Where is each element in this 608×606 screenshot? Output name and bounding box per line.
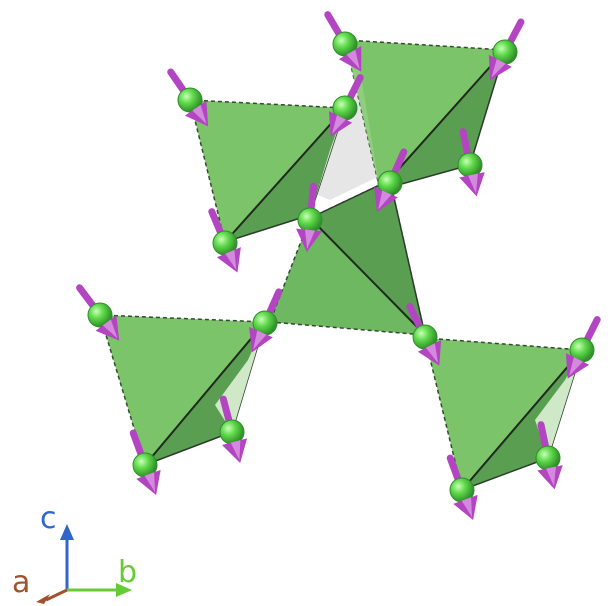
- face: [345, 40, 380, 190]
- face: [535, 350, 582, 458]
- atom-with-spin: [406, 303, 442, 366]
- spin-arrow-highlight: [346, 49, 360, 69]
- axis-triad: c b a: [12, 501, 137, 604]
- atom-with-spin: [208, 208, 241, 273]
- spin-arrow-highlight: [305, 229, 315, 249]
- atom-with-spin: [535, 421, 563, 490]
- atom-with-spin: [296, 182, 323, 252]
- atom-with-spin: [129, 429, 161, 496]
- spin-arrow-highlight: [461, 497, 473, 518]
- b-axis-label: b: [118, 555, 137, 590]
- atom-with-spin: [167, 68, 209, 127]
- c-axis-label: c: [40, 501, 57, 536]
- spin-arrow-highlight: [468, 173, 478, 194]
- edge: [144, 321, 266, 466]
- face: [424, 337, 584, 492]
- atom-with-spin: [374, 148, 408, 213]
- atom-with-spin: [76, 284, 120, 341]
- spin-arrow-highlight: [569, 357, 583, 376]
- spin-arrow-highlight: [230, 440, 241, 461]
- atom-with-spin: [328, 74, 364, 137]
- b-axis-arrowhead: [116, 583, 132, 597]
- tetrahedron-bottom-right: [424, 337, 584, 492]
- spin-arrow-highlight: [102, 319, 118, 339]
- a-axis-arrowhead: [36, 594, 50, 604]
- edge: [461, 349, 583, 491]
- spin-arrow-highlight: [225, 249, 237, 270]
- atom-with-spin: [565, 316, 601, 379]
- atom-with-spin: [219, 395, 248, 463]
- atom-layer: [76, 11, 601, 521]
- atom-sphere: [457, 152, 483, 178]
- face: [310, 108, 345, 215]
- atom-sphere: [177, 87, 203, 113]
- edge: [224, 107, 346, 243]
- atom-with-spin: [488, 18, 525, 81]
- atom-sphere: [297, 207, 323, 233]
- atom-sphere: [535, 445, 561, 471]
- edge: [309, 217, 426, 336]
- spin-arrow-highlight: [378, 190, 392, 210]
- spin-arrow-highlight: [144, 472, 156, 493]
- atom-with-spin: [446, 454, 478, 521]
- atom-with-spin: [249, 288, 283, 353]
- atom-with-spin: [457, 128, 485, 197]
- a-axis-label: a: [12, 565, 30, 600]
- c-axis-arrowhead: [60, 524, 74, 540]
- spin-arrow-head: [221, 438, 248, 463]
- face: [98, 314, 267, 467]
- spin-arrow-highlight: [332, 115, 346, 134]
- spin-arrow-highlight: [546, 466, 556, 487]
- a-axis-line: [45, 588, 68, 602]
- atom-sphere: [87, 302, 113, 328]
- spin-arrow-highlight: [491, 58, 506, 78]
- spin-arrow-highlight: [192, 104, 207, 124]
- spin-arrow-highlight: [425, 343, 438, 363]
- spin-arrow-highlight: [253, 330, 267, 350]
- atom-with-spin: [324, 11, 362, 72]
